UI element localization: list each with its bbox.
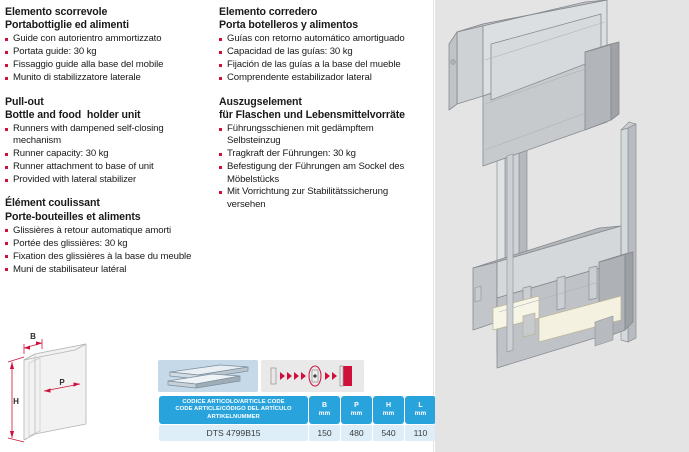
product-photo <box>435 0 689 452</box>
spec-block-es: Elemento corredero Porta botelleros y al… <box>219 6 424 85</box>
code-header-line2: CODE ARTICLE/CÓDIGO DEL ARTÍCULO <box>175 406 292 413</box>
spec-block-fr: Élément coulissant Porte-bouteilles et a… <box>5 197 210 276</box>
spec-block-de: Auszugselement für Flaschen und Lebensmi… <box>219 96 424 212</box>
specifications-area: Elemento scorrevole Portabottiglie ed al… <box>2 0 436 452</box>
list-item: Führungsschienen mit gedämpftem Selbstei… <box>219 123 424 148</box>
spec-title-es-line1: Elemento corredero <box>219 6 318 18</box>
list-item: Runners with dampened self-closing mecha… <box>5 123 210 148</box>
list-item: Runner attachment to base of unit <box>5 161 210 173</box>
spec-title-en-line2: Bottle and food holder unit <box>5 108 141 121</box>
article-table: CODICE ARTICOLO/ARTICLE CODE CODE ARTICL… <box>158 395 437 442</box>
code-header-line1: CODICE ARTICOLO/ARTICLE CODE <box>182 399 285 405</box>
spec-title-it-line2: Portabottiglie ed alimenti <box>5 19 129 32</box>
spec-block-en: Pull-out Bottle and food holder unit Run… <box>5 96 210 187</box>
cell-h: 540 <box>373 425 404 442</box>
list-item: Comprendente estabilizador lateral <box>219 72 424 84</box>
list-item: Provided with lateral stabilizer <box>5 174 210 186</box>
list-item: Fissaggio guide alla base del mobile <box>5 59 210 71</box>
dim-symbol-p: P <box>354 401 359 409</box>
dim-unit-p: mm <box>350 410 363 418</box>
dim-symbol-h: H <box>385 401 392 409</box>
list-item: Portata guide: 30 kg <box>5 46 210 58</box>
spec-bullets-de: Führungsschienen mit gedämpftem Selbstei… <box>219 123 424 211</box>
soft-close-icon <box>270 365 352 387</box>
dim-unit-b: mm <box>318 410 331 418</box>
spec-title-it-line1: Elemento scorrevole <box>5 6 108 18</box>
table-row: DTS 4799B15 150 480 540 110 <box>159 425 436 442</box>
dimension-label-h: H <box>13 397 19 406</box>
cell-l: 110 <box>405 425 436 442</box>
column-header-b: B mm <box>309 396 340 425</box>
cell-p: 480 <box>341 425 372 442</box>
spec-title-de-line1: Auszugselement <box>219 95 302 108</box>
spec-title-es-line2: Porta botelleros y alimentos <box>219 19 359 32</box>
article-table-body: DTS 4799B15 150 480 540 110 <box>159 425 436 442</box>
list-item: Befestigung der Führungen am Sockel des … <box>219 161 424 186</box>
spec-bullets-fr: Glissières à retour automatique amorti P… <box>5 225 210 276</box>
list-item: Guide con autorientro ammortizzato <box>5 33 210 45</box>
cell-article-code: DTS 4799B15 <box>159 425 308 442</box>
column-header-h: H mm <box>373 396 404 425</box>
product-photo-panel <box>435 0 689 452</box>
list-item: Glissières à retour automatique amorti <box>5 225 210 237</box>
list-item: Capacidad de las guías: 30 kg <box>219 46 424 58</box>
runner-icon <box>167 364 249 389</box>
code-header-line3: ARTIKELNUMMER <box>207 413 260 420</box>
article-table-head: CODICE ARTICOLO/ARTICLE CODE CODE ARTICL… <box>159 396 436 425</box>
cell-b: 150 <box>309 425 340 442</box>
table-header-row: CODICE ARTICOLO/ARTICLE CODE CODE ARTICL… <box>159 396 436 425</box>
dimension-diagram: B H P <box>2 330 122 448</box>
dimension-diagram-svg: B H P <box>7 332 87 443</box>
column-header-article-code: CODICE ARTICOLO/ARTICLE CODE CODE ARTICL… <box>159 396 308 425</box>
language-column-left: Elemento scorrevole Portabottiglie ed al… <box>5 6 210 277</box>
dimension-label-p: P <box>59 378 65 387</box>
spec-title-en-line1: Pull-out <box>5 95 44 108</box>
spec-bullets-es: Guías con retorno automático amortiguado… <box>219 33 424 84</box>
spec-title-de-line2: für Flaschen und Lebensmittelvorräte <box>219 108 405 121</box>
list-item: Mit Vorrichtung zur Stabilitätssicherung… <box>219 186 424 211</box>
runner-pictogram <box>158 360 258 392</box>
spec-title-fr-line2: Porte-bouteilles et aliments <box>5 210 141 223</box>
spec-bullets-en: Runners with dampened self-closing mecha… <box>5 123 210 187</box>
list-item: Guías con retorno automático amortiguado <box>219 33 424 45</box>
soft-close-damper-pictogram <box>261 360 364 392</box>
list-item: Fijación de las guías a la base del mueb… <box>219 59 424 71</box>
spec-bullets-it: Guide con autorientro ammortizzato Porta… <box>5 33 210 84</box>
list-item: Fixation des glissières à la base du meu… <box>5 251 210 263</box>
list-item: Runner capacity: 30 kg <box>5 148 210 160</box>
column-header-p: P mm <box>341 396 372 425</box>
spec-block-it: Elemento scorrevole Portabottiglie ed al… <box>5 6 210 85</box>
spec-title-fr-line1: Élément coulissant <box>5 197 100 210</box>
language-column-right: Elemento corredero Porta botelleros y al… <box>219 6 424 212</box>
dim-symbol-l: L <box>418 401 423 409</box>
list-item: Muni de stabilisateur latéral <box>5 264 210 276</box>
list-item: Munito di stabilizzatore laterale <box>5 72 210 84</box>
dim-unit-l: mm <box>414 410 427 418</box>
pictogram-row <box>158 360 428 392</box>
list-item: Tragkraft der Führungen: 30 kg <box>219 148 424 160</box>
dimension-label-b: B <box>30 332 36 341</box>
dim-symbol-b: B <box>321 401 328 409</box>
dim-unit-h: mm <box>382 410 395 418</box>
column-header-l: L mm <box>405 396 436 425</box>
article-table-block: CODICE ARTICOLO/ARTICLE CODE CODE ARTICL… <box>158 360 436 442</box>
list-item: Portée des glissières: 30 kg <box>5 238 210 250</box>
